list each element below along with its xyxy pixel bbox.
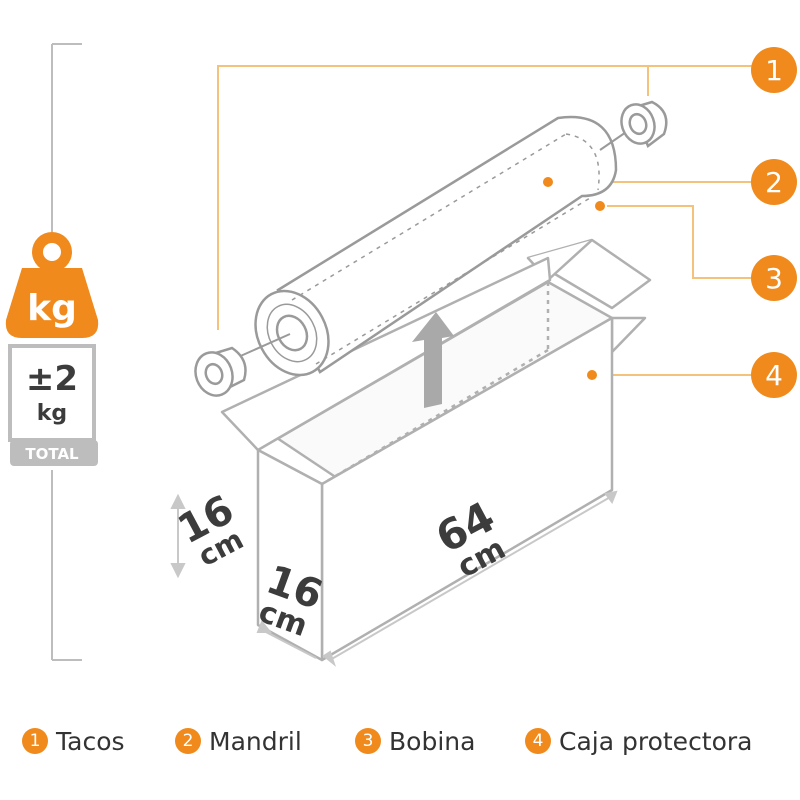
- legend: 1 Tacos 2 Mandril 3 Bobina 4 Caja protec…: [0, 718, 800, 764]
- weight-kg-icon: kg: [5, 232, 99, 338]
- up-arrow-icon: [412, 312, 454, 408]
- dimension-height: 16 cm: [171, 487, 249, 574]
- callout-1-number: 1: [765, 54, 783, 87]
- weight-total-label: TOTAL: [25, 445, 79, 463]
- callout-3: 3: [751, 255, 797, 301]
- callout-4: 4: [751, 352, 797, 398]
- weight-value-unit: kg: [37, 401, 67, 426]
- callout-anchor-dots: [541, 175, 607, 382]
- callout-2: 2: [751, 159, 797, 205]
- legend-number-1: 1: [22, 728, 48, 754]
- callout-1: 1: [751, 47, 797, 93]
- total-height-bracket: [51, 43, 82, 661]
- roll-bobina: [254, 115, 618, 377]
- legend-item-tacos: 1 Tacos: [22, 718, 125, 764]
- legend-number-3: 3: [355, 728, 381, 754]
- legend-number-4: 4: [525, 728, 551, 754]
- legend-label-caja-protectora: Caja protectora: [559, 726, 753, 756]
- legend-item-mandril: 2 Mandril: [175, 718, 302, 764]
- end-plug-left: [194, 346, 247, 397]
- weight-value: ±2: [26, 359, 78, 399]
- legend-label-bobina: Bobina: [389, 726, 476, 756]
- weight-unit-label: kg: [27, 288, 77, 329]
- legend-item-caja-protectora: 4 Caja protectora: [525, 718, 753, 764]
- legend-label-mandril: Mandril: [209, 726, 302, 756]
- callout-4-number: 4: [765, 359, 783, 392]
- legend-item-bobina: 3 Bobina: [355, 718, 475, 764]
- legend-number-2: 2: [175, 728, 201, 754]
- weight-badge: kg ±2 kg TOTAL: [5, 232, 99, 466]
- dimension-lines: [170, 490, 618, 667]
- end-plug-right: [620, 100, 668, 148]
- callout-2-number: 2: [765, 166, 783, 199]
- callout-lines: [217, 65, 755, 376]
- legend-label-tacos: Tacos: [56, 726, 125, 756]
- callout-3-number: 3: [765, 262, 783, 295]
